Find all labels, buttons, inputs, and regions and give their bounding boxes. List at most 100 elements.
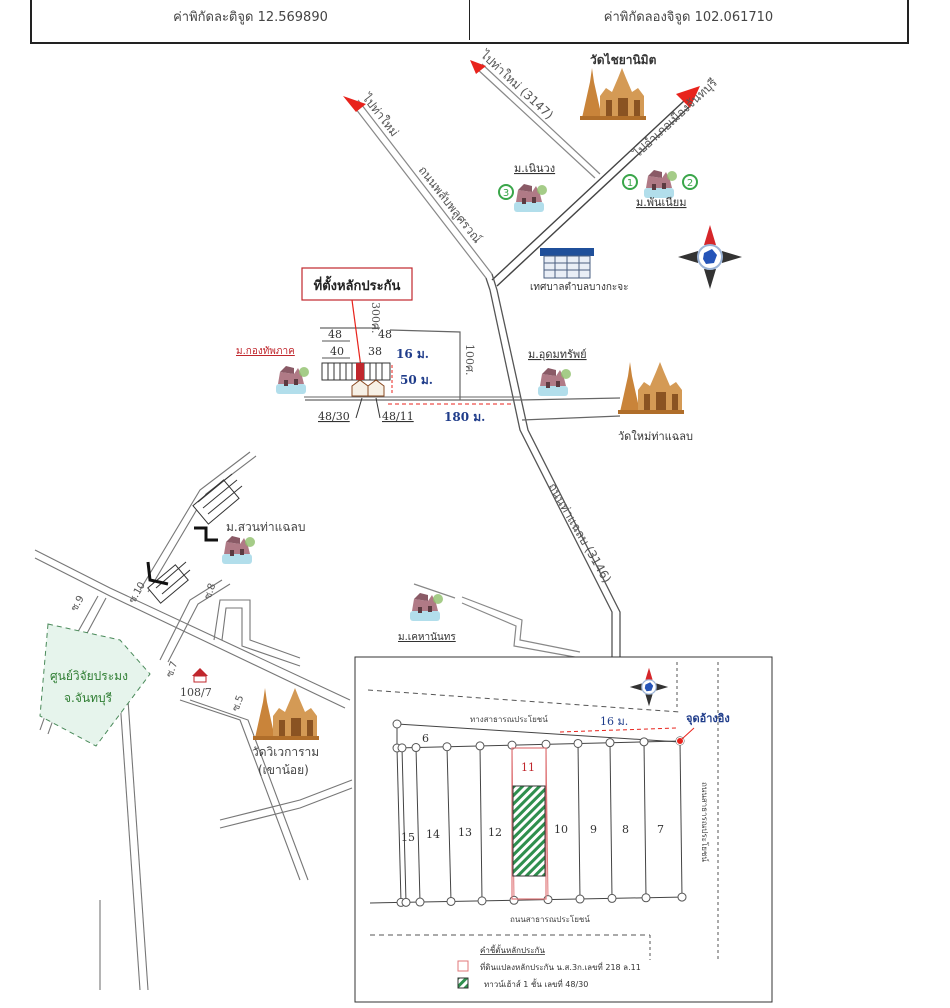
townhouse-hatched: [512, 785, 546, 877]
marker-3: [498, 184, 514, 200]
compass-icon: [677, 224, 743, 290]
distance-180m: 180 ม.: [444, 410, 485, 424]
research-center-line1: ศูนย์วิจัยประมง: [50, 669, 128, 684]
distance-16m: 16 ม.: [396, 347, 429, 361]
lot-divider-line: [679, 740, 683, 898]
boundary-marker: [639, 737, 649, 747]
road-to-chanthaburi: [491, 99, 691, 287]
soi-label-5: ซ.5: [230, 694, 246, 713]
wat-wiwek-line2: (เขาน้อย): [258, 763, 309, 777]
collateral-title: ที่ตั้งหลักประกัน: [314, 275, 401, 294]
lot-divider-line: [577, 743, 581, 900]
marker-2-label: 2: [687, 178, 693, 189]
boundary-marker: [411, 743, 421, 753]
municipality-label: เทศบาลตำบลบางกะจะ: [530, 282, 629, 293]
house-108-7: 108/7: [180, 668, 212, 699]
soi-label-10: ซ.10: [127, 580, 148, 605]
inset-road-top-label: ทางสาธารณประโยชน์: [470, 714, 548, 724]
inset-distance-16m: 16 ม.: [600, 715, 628, 728]
marker-2: [682, 174, 698, 190]
road-to-tha-mai-3147: [475, 63, 601, 179]
lower-left-roads: [34, 451, 353, 991]
road-label-to-tha-mai-left: ไปท่าใหม่: [359, 90, 401, 139]
legend-item-plot: ที่ดินแปลงหลักประกัน น.ส.3ก.เลขที่ 218 ล…: [480, 961, 641, 972]
lot-number-8: 8: [622, 823, 629, 836]
road-label-to-tha-mai-3147: ไปท่าใหม่ (3147): [477, 47, 556, 122]
lot-label-48a: 48: [328, 328, 342, 341]
wat-chai-yanimit: วัดไชยานิมิต: [580, 52, 657, 120]
reference-point-label: จุดอ้างอิง: [686, 712, 730, 726]
soi-label-9: ซ.9: [69, 594, 87, 614]
lot-divider-line: [609, 742, 613, 899]
marker-1: [622, 174, 638, 190]
lot-divider-line: [396, 747, 402, 903]
boundary-marker: [641, 893, 651, 903]
inset-road-right-label: ถนนสาธารณประโยชน์: [700, 782, 710, 862]
coordinate-header: ค่าพิกัดละติจูด 12.569890 ค่าพิกัดลองจิจ…: [30, 0, 909, 44]
lot-number-13: 13: [458, 826, 472, 839]
lot-divider-line: [643, 741, 647, 898]
wat-wiwek-line1: วัดวิเวการาม: [252, 745, 319, 759]
village-suan-tha-chalaep: ม.สวนท่าแฉลบ: [222, 520, 306, 564]
distance-50m: 50 ม.: [400, 373, 433, 387]
marker-3-label: 3: [503, 188, 509, 199]
village-udom-label: ม.อุดมทรัพย์: [528, 348, 587, 361]
soi-east-to-wat: [519, 397, 621, 421]
lot-11-outline: [511, 747, 547, 900]
boundary-marker: [607, 893, 617, 903]
boundary-marker: [475, 741, 485, 751]
lot-label-38: 38: [368, 345, 382, 358]
lot-number-12: 12: [488, 826, 502, 839]
legend-swatch-townhouse: [457, 977, 469, 989]
wat-mai-label: วัดใหม่ท่าแฉลบ: [618, 430, 693, 443]
road-label-tha-chalaep: ถนนท่าแฉลบ (3146): [545, 481, 614, 586]
legend-title: คำชี้ตั้นหลักประกัน: [480, 944, 545, 955]
village-noen-wong: ม.เนินวง 3: [498, 162, 555, 212]
lot-divider-line: [446, 746, 452, 902]
road-label-left: ถนนพลับพลูศรวณ์: [415, 163, 485, 246]
boundary-marker: [509, 895, 519, 905]
lot-number-6: 6: [422, 732, 429, 745]
marker-1-label: 1: [627, 178, 633, 189]
soi-label-300: 300ศ.: [369, 302, 382, 333]
arrow-to-tha-mai-3147: [470, 60, 486, 74]
housing-blocks: [146, 473, 243, 604]
longitude-label: ค่าพิกัดลองจิจูด 102.061710: [603, 10, 774, 25]
arrow-to-chanthaburi: [676, 86, 700, 108]
village-noen-label: ม.เนินวง: [514, 162, 555, 175]
lot-number-14: 14: [426, 828, 440, 841]
wat-wiwekaram: วัดวิเวการาม (เขาน้อย): [252, 688, 319, 777]
boundary-marker: [575, 894, 585, 904]
legend-item-townhouse: ทาวน์เฮ้าส์ 1 ชั้น เลขที่ 48/30: [484, 978, 588, 989]
road-tha-chalaep: [485, 273, 621, 660]
soi-label-100: 100ศ.: [463, 344, 476, 375]
lot-label-40: 40: [330, 345, 344, 358]
boundary-marker: [442, 742, 452, 752]
reference-point-marker: [676, 737, 684, 745]
soi-label-8: ซ.8: [202, 582, 218, 601]
village-phan-niam: 1 2 ม.พันเนียม: [622, 170, 698, 209]
soi-to-site: [305, 327, 520, 401]
lot-divider-line: [415, 747, 421, 903]
soi-label-7: ซ.7: [164, 660, 180, 679]
boundary-marker: [415, 897, 425, 907]
boundary-marker: [446, 896, 456, 906]
lot-label-4811: 48/11: [382, 410, 414, 423]
village-kong-thap-phak: ม.กองทัพภาค: [236, 346, 309, 394]
lot-divider-line: [401, 747, 407, 903]
latitude-label: ค่าพิกัดละติจูด 12.569890: [32, 0, 470, 40]
lot-number-7: 7: [657, 823, 664, 836]
boundary-marker: [397, 743, 407, 753]
lot-label-48b: 48: [378, 328, 392, 341]
fisheries-research-center: ศูนย์วิจัยประมง จ.จันทบุรี: [39, 623, 151, 747]
wat-mai-tha-chalaep: วัดใหม่ท่าแฉลบ: [618, 362, 693, 443]
house-108-label: 108/7: [180, 686, 212, 699]
lot-number-10: 10: [554, 823, 568, 836]
boundary-marker: [573, 738, 583, 748]
arrow-to-tha-mai-left: [343, 96, 366, 112]
collateral-plot-highlight: [356, 363, 364, 380]
village-udom-sap: ม.อุดมทรัพย์: [528, 348, 587, 396]
boundary-marker: [477, 896, 487, 906]
lot-number-15: 15: [401, 831, 415, 844]
